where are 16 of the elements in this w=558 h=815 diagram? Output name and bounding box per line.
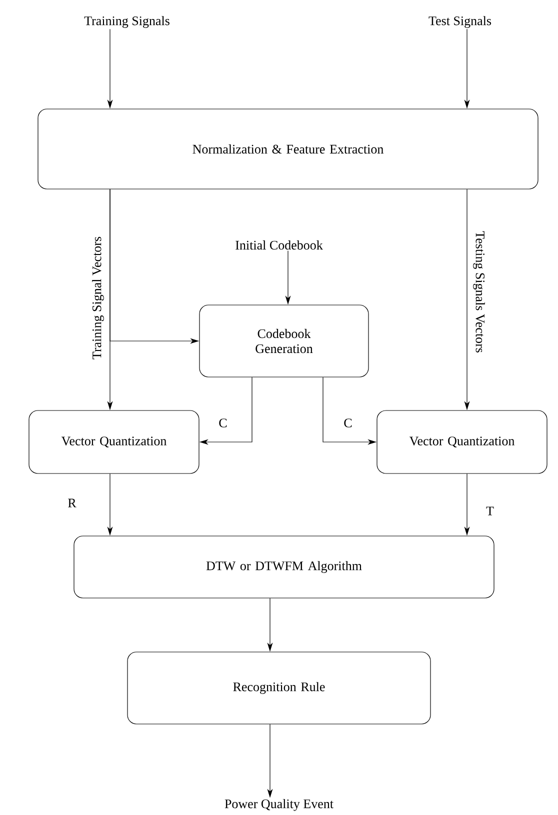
input-label: Test Signals <box>428 16 492 28</box>
process-box: Normalization & Feature Extraction <box>38 108 538 190</box>
process-box: Vector Quantization <box>28 410 200 474</box>
input-label: Training Signals <box>84 16 170 28</box>
process-box: Vector Quantization <box>376 410 548 474</box>
edge-label: C <box>344 418 352 428</box>
output-label: Power Quality Event <box>224 799 334 811</box>
edge-label: R <box>68 498 76 508</box>
edge-label: T <box>486 506 494 516</box>
edge-label: C <box>219 418 227 428</box>
process-box: DTW or DTWFM Algorithm <box>74 536 494 598</box>
edge-label: Training Signal Vectors <box>92 236 104 360</box>
process-box: Codebook Generation <box>199 304 369 378</box>
process-box: Recognition Rule <box>127 652 431 724</box>
edge-label: Testing Signals Vectors <box>473 231 485 352</box>
input-label: Initial Codebook <box>236 240 323 250</box>
